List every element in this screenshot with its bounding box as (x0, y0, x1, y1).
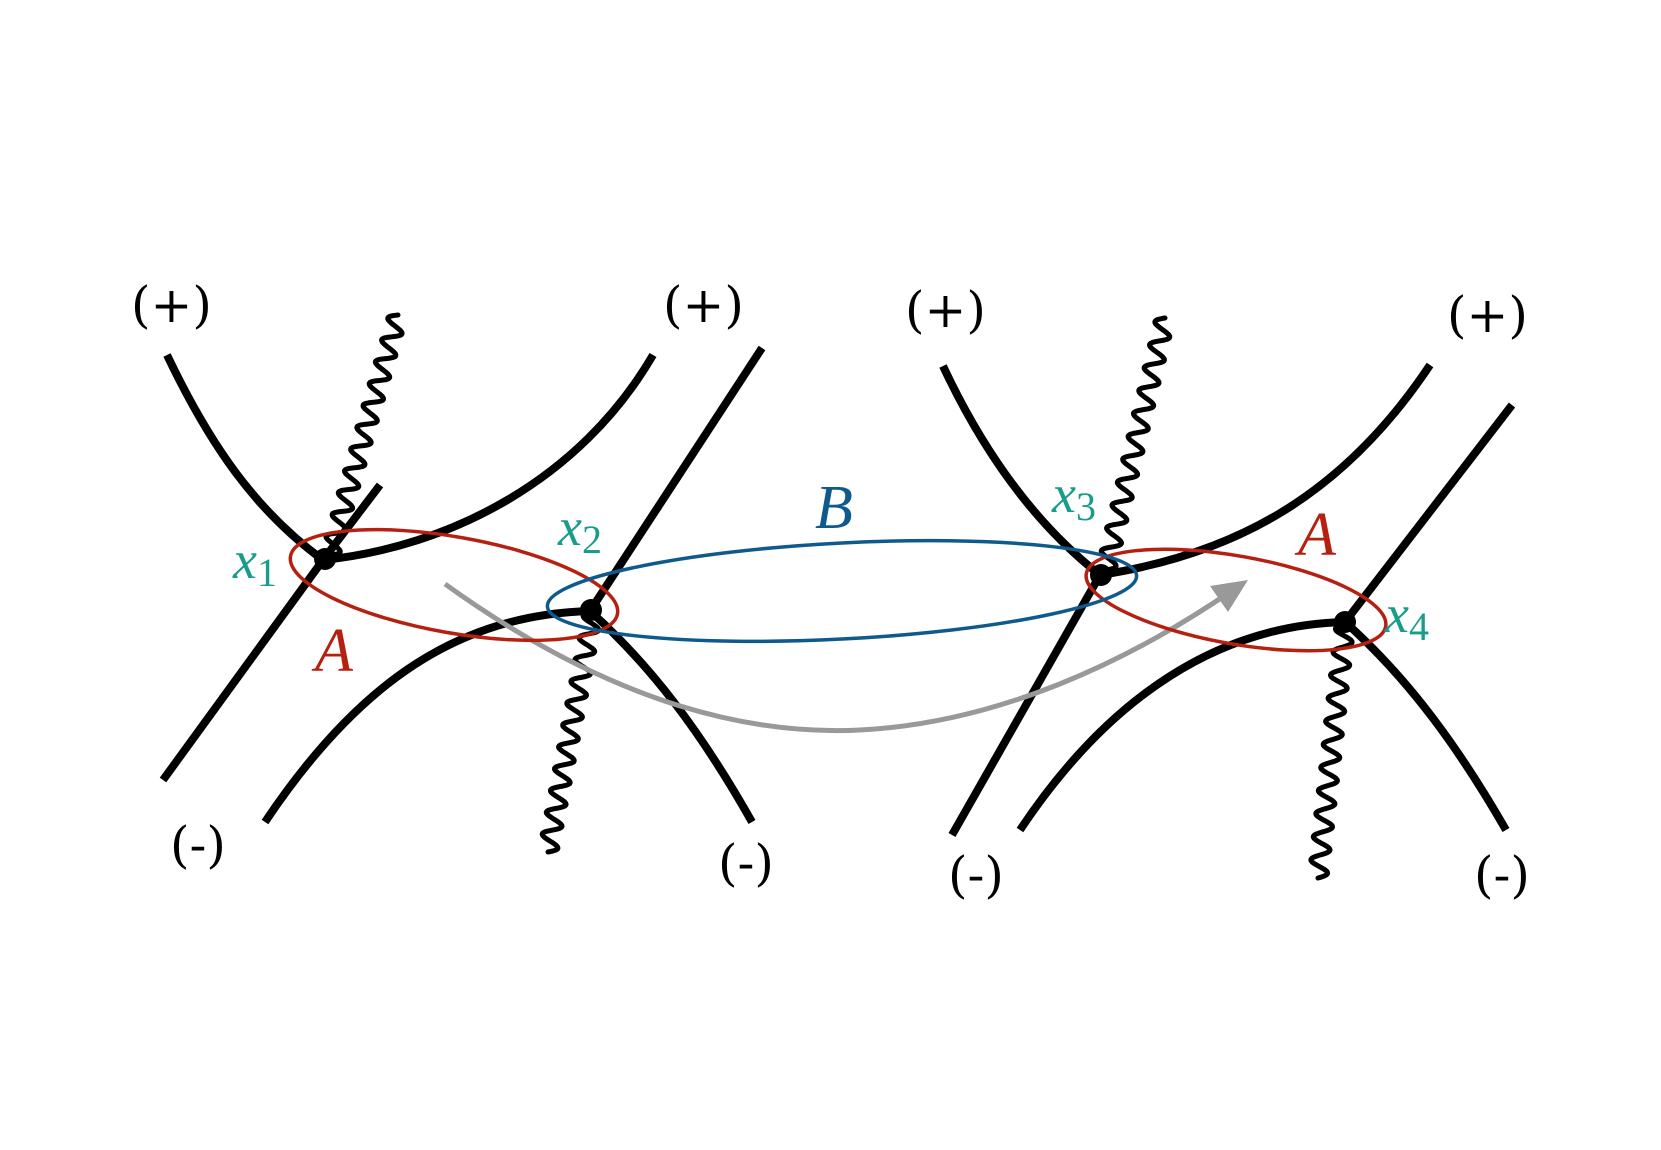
curve-mid-right-descending (939, 364, 1103, 579)
curve-right-descending (1342, 619, 1510, 832)
region-a-label-left: A (311, 617, 354, 685)
sign-plus-top-mid-right: (+) (905, 281, 986, 339)
wavy-line-x3 (1098, 315, 1173, 573)
region-a-ellipse-left (288, 527, 620, 643)
vertex-label-x4: x4 (1384, 584, 1429, 649)
wavy-line-x2 (539, 609, 602, 855)
transport-arrow-head (1210, 580, 1248, 612)
region-b-ellipse (545, 538, 1139, 644)
vertex-x4 (1334, 611, 1356, 633)
vertex-label-x2-var: x (557, 497, 582, 557)
curve-right-lower (1016, 618, 1346, 833)
sign-minus-bottom-mid-right: (-) (948, 846, 1004, 904)
sign-plus-top-left: (+) (131, 276, 212, 334)
vertex-label-x3-var: x (1051, 464, 1076, 524)
line-right-diagonal (1341, 402, 1516, 625)
line-left-steep (159, 557, 327, 783)
region-a-ellipse-right (1084, 547, 1388, 653)
vertex-label-x3-sub: 3 (1076, 484, 1096, 529)
vertex-x3 (1090, 564, 1112, 586)
sign-plus-top-right: (+) (1447, 286, 1528, 344)
vertex-label-x1: x1 (232, 530, 277, 595)
vertex-x1 (314, 548, 336, 570)
sign-plus-top-mid-left: (+) (663, 276, 744, 334)
transport-arrow (443, 581, 1232, 734)
wavy-line-x4 (1308, 621, 1355, 881)
vertex-label-x1-var: x (232, 530, 257, 590)
line-left-steep-upper (319, 482, 384, 563)
region-a-label-right: A (1294, 501, 1337, 569)
region-b-label: B (815, 474, 853, 542)
line-mid-right-steep (948, 573, 1104, 837)
line-mid-left-diagonal (586, 345, 766, 614)
curve-left-descending (163, 353, 326, 564)
sign-minus-bottom-left: (-) (170, 816, 226, 874)
sign-minus-bottom-right: (-) (1474, 846, 1530, 904)
vertex-x2 (580, 599, 602, 621)
curve-mid-left-lower (261, 607, 591, 825)
vertex-label-x4-sub: 4 (1409, 604, 1429, 649)
vertex-label-x4-var: x (1384, 584, 1409, 644)
vertex-label-x2-sub: 2 (582, 517, 602, 562)
wavy-line-x1 (323, 312, 405, 558)
curve-left-upper (322, 352, 657, 564)
vertex-label-x1-sub: 1 (257, 550, 277, 595)
curve-mid-right-upper (1099, 362, 1434, 579)
vertex-label-x2: x2 (557, 497, 602, 562)
vertex-label-x3: x3 (1051, 464, 1096, 529)
sign-minus-bottom-mid-left: (-) (718, 834, 774, 892)
